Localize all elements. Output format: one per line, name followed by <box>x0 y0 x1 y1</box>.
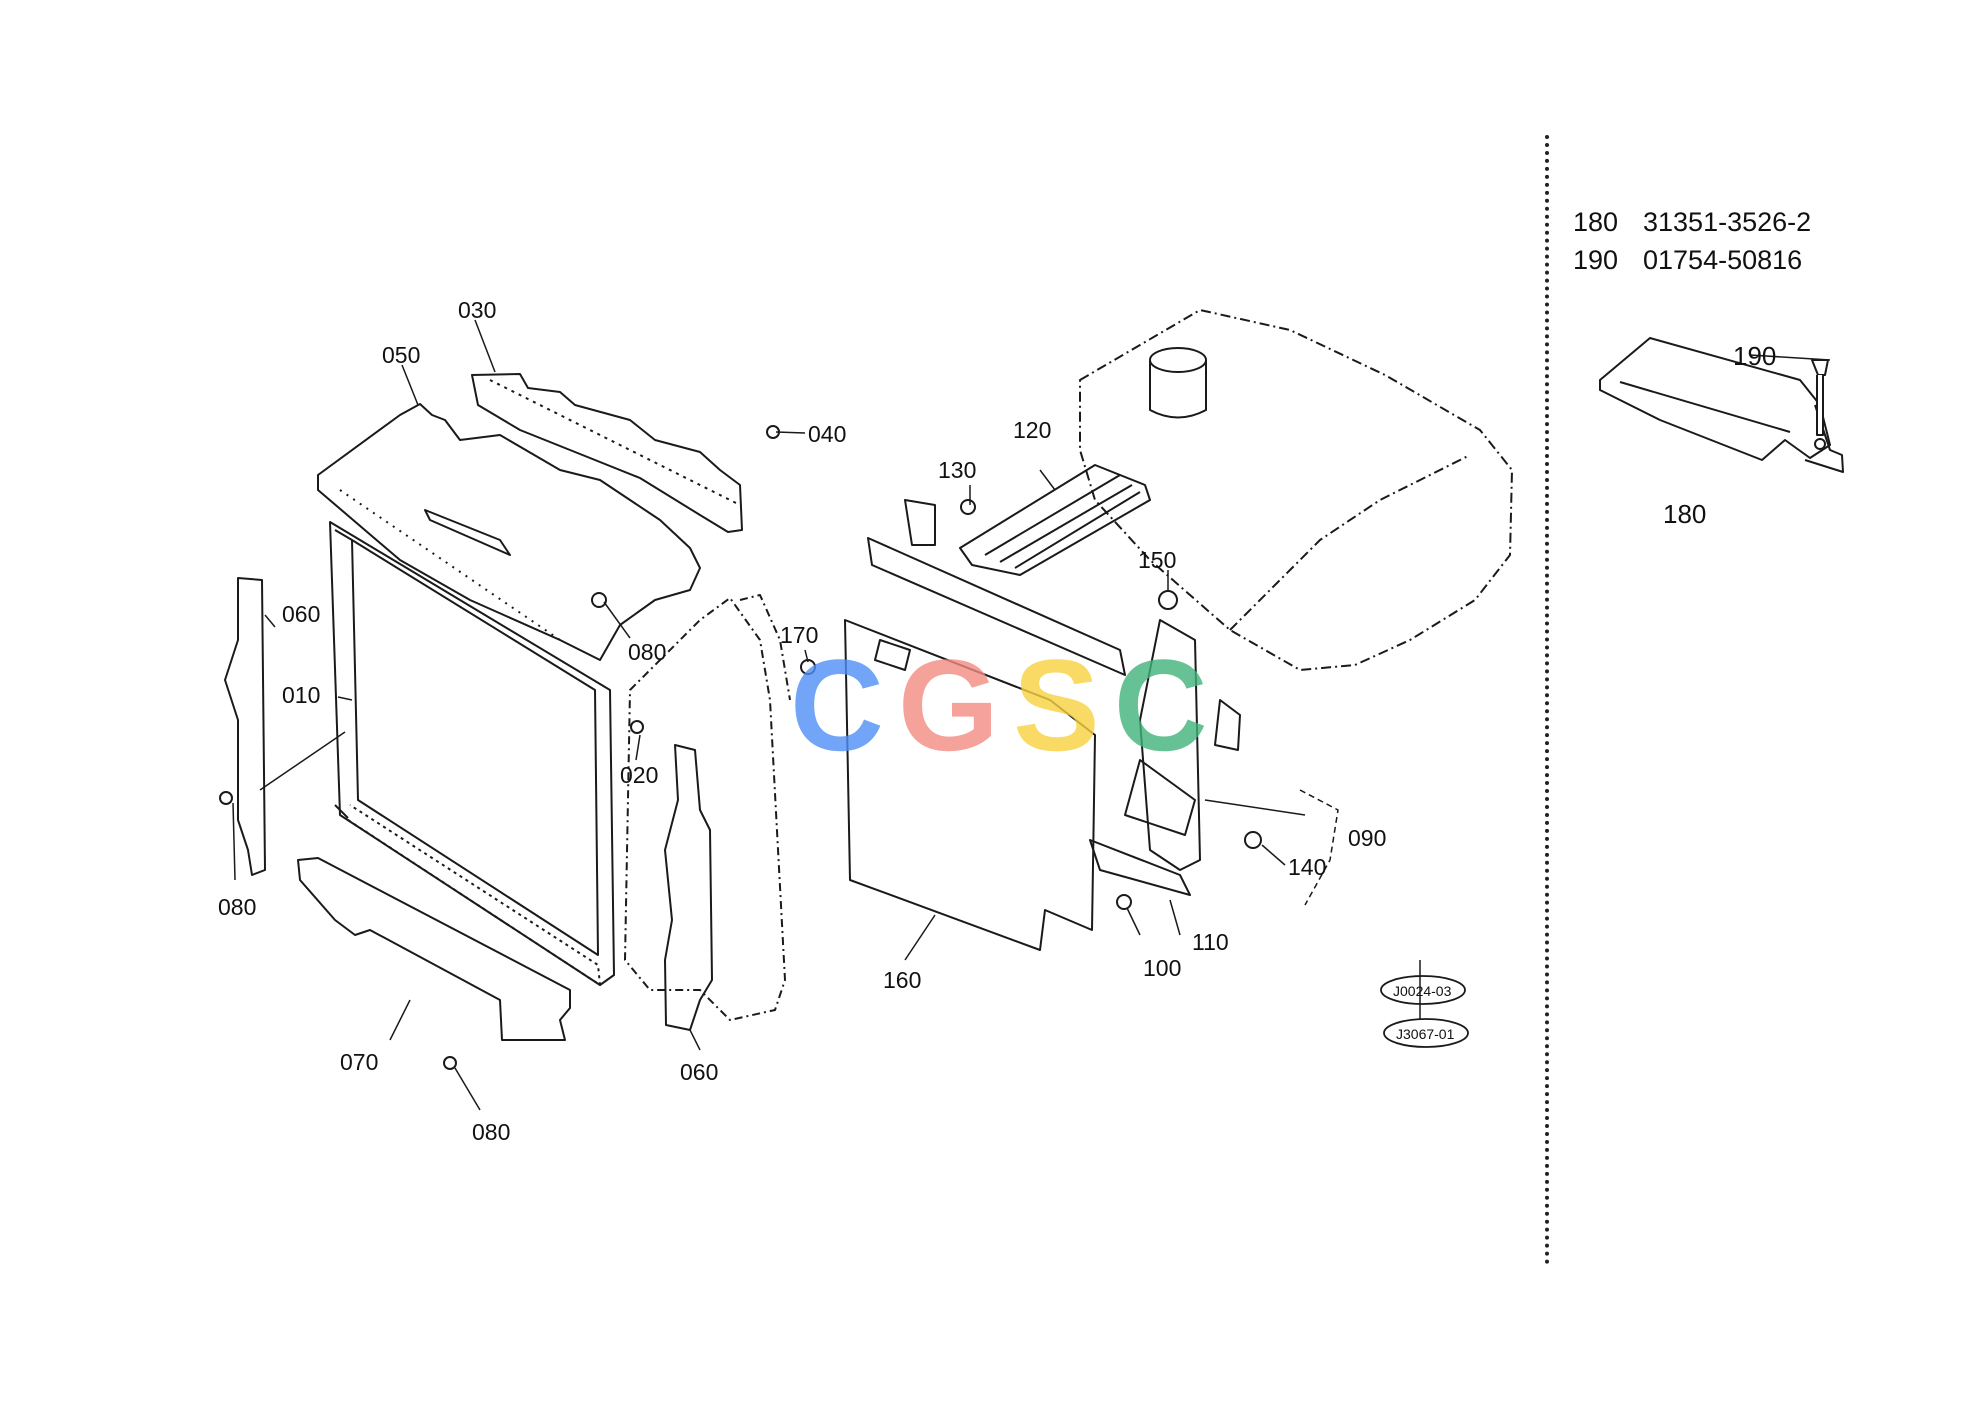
callout-030: 030 <box>458 297 496 323</box>
stamp-ellipses <box>1380 975 1469 1048</box>
fuel-filler-neck-shape <box>1149 347 1207 419</box>
callout-120: 120 <box>1013 417 1051 443</box>
callout-020: 020 <box>620 762 658 788</box>
callout-140: 140 <box>1288 854 1326 880</box>
callout-070: 070 <box>340 1049 378 1075</box>
stamp-bottom: J3067-01 <box>1396 1026 1455 1042</box>
bottom-seal-070-shape <box>297 857 571 1041</box>
callout-050: 050 <box>382 342 420 368</box>
callout-090: 090 <box>1348 825 1386 851</box>
leader-lines <box>232 319 1421 1111</box>
inset-bracket-180-shape <box>1599 337 1844 473</box>
rail-120-shape <box>959 464 1151 576</box>
callout-080-bottom: 080 <box>472 1119 510 1145</box>
parts-number: 31351-3526-2 <box>1643 206 1812 237</box>
callout-060-left: 060 <box>282 601 320 627</box>
inset-bolt-190-shape <box>1749 354 1831 450</box>
parts-ref: 180 <box>1573 206 1619 237</box>
side-seal-060-right-shape <box>664 744 713 1031</box>
inset-separator <box>1545 135 1549 1265</box>
callout-150: 150 <box>1138 547 1176 573</box>
side-seal-060-left-shape <box>224 577 266 876</box>
callout-160: 160 <box>883 967 921 993</box>
inset-parts-table: 180 31351-3526-2 190 01754-50816 <box>1573 203 1811 279</box>
callout-060-right: 060 <box>680 1059 718 1085</box>
callout-110: 110 <box>1192 929 1229 955</box>
callout-180: 180 <box>1663 499 1706 529</box>
callout-190: 190 <box>1733 341 1776 371</box>
plate-160-shape <box>844 619 1096 951</box>
watermark-letter: S <box>1013 632 1100 778</box>
fuel-tank-shape <box>1079 309 1513 671</box>
callout-130: 130 <box>938 457 976 483</box>
callout-100: 100 <box>1143 955 1181 981</box>
watermark-letter: C <box>1113 632 1208 778</box>
callout-040: 040 <box>808 421 846 447</box>
radiator-shroud-shape <box>624 594 791 1021</box>
frame-110-shape <box>867 499 1241 896</box>
parts-ref: 190 <box>1573 244 1619 275</box>
callout-080-left: 080 <box>218 894 256 920</box>
parts-row: 190 01754-50816 <box>1573 241 1811 279</box>
radiator-core-010-shape <box>329 521 615 986</box>
watermark-logo: C G S C <box>790 632 1210 778</box>
callout-010: 010 <box>282 682 320 708</box>
bracket-030-shape <box>471 373 743 533</box>
stamp-top: J0024-03 <box>1393 983 1452 999</box>
hardware-shapes <box>219 425 1262 1070</box>
parts-number: 01754-50816 <box>1643 244 1803 275</box>
parts-row: 180 31351-3526-2 <box>1573 203 1811 241</box>
watermark-letter: G <box>897 632 999 778</box>
callout-labels: 030 050 040 120 130 150 170 060 080 010 … <box>218 297 1776 1145</box>
callout-080-top: 080 <box>628 639 666 665</box>
watermark-letter: C <box>790 632 884 778</box>
callout-170: 170 <box>780 622 818 648</box>
top-plate-050-shape <box>317 403 701 661</box>
